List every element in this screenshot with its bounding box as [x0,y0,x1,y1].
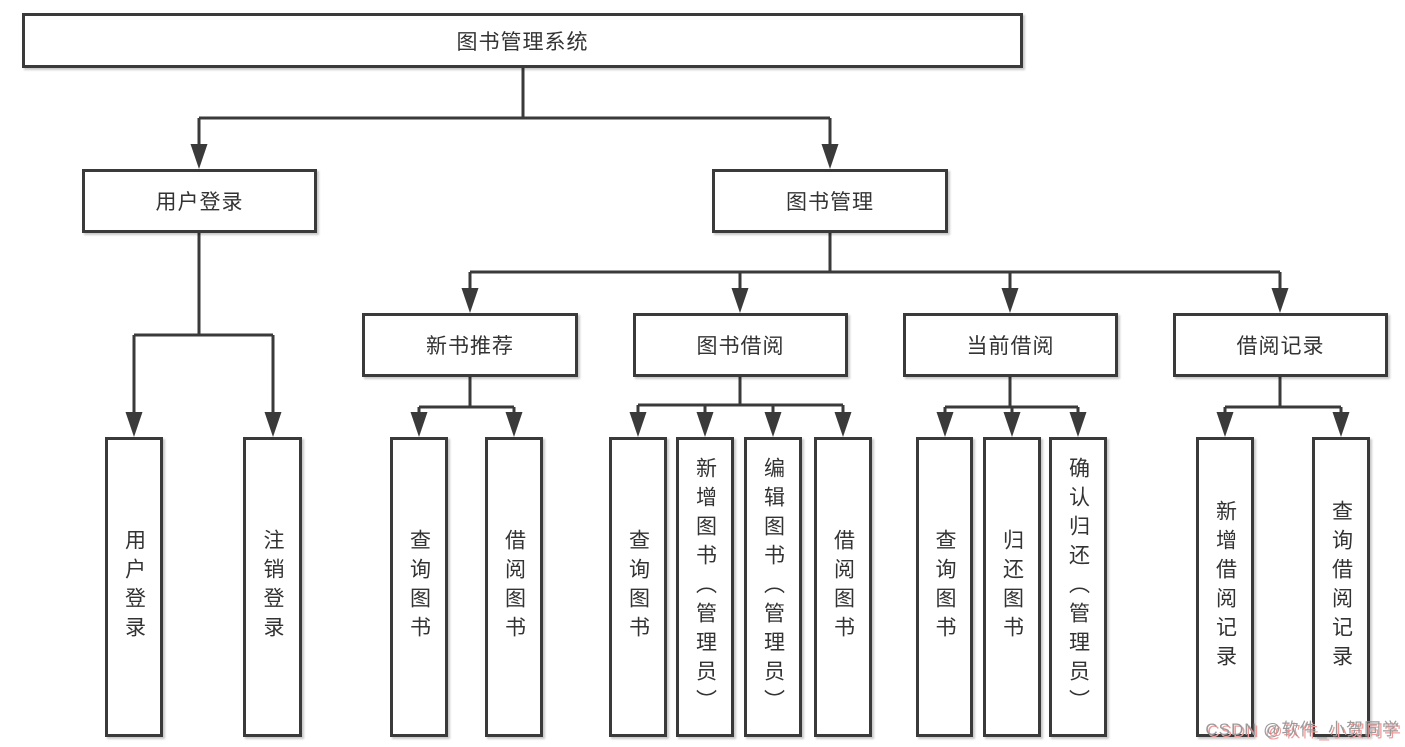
leaf-add-borrow-record: 新增借阅记录 [1196,437,1254,737]
leaf-return-books: 归还图书 [983,437,1041,737]
arrowhead [1332,412,1350,437]
arrowhead [1271,288,1289,313]
arrowhead [731,288,749,313]
leaf-user-login: 用户登录 [105,437,163,737]
leaf-label: 编辑图书（管理员） [761,456,785,718]
arrowhead [1069,412,1087,437]
leaf-label: 新增借阅记录 [1213,500,1237,674]
arrowhead [821,144,839,169]
leaf-label: 查询借阅记录 [1329,500,1353,674]
arrowhead [834,412,852,437]
leaf-query-books-current: 查询图书 [916,437,973,737]
arrowhead [1003,412,1021,437]
arrowhead [1001,288,1019,313]
leaf-label: 借阅图书 [502,529,526,645]
leaf-query-borrow-record: 查询借阅记录 [1312,437,1370,737]
leaf-label: 确认归还（管理员） [1066,456,1090,718]
leaf-logout: 注销登录 [243,437,302,737]
node-book-management: 图书管理 [712,169,948,233]
leaf-label: 归还图书 [1000,529,1024,645]
leaf-label: 注销登录 [261,529,284,645]
connector [132,233,275,430]
leaf-confirm-return-admin: 确认归还（管理员） [1049,437,1107,737]
connector [636,377,845,430]
connector [468,233,1282,306]
leaf-label: 查询图书 [933,529,956,645]
leaf-label: 查询图书 [626,529,650,645]
connector [417,377,516,430]
leaf-label: 查询图书 [407,529,431,645]
arrowhead [764,412,782,437]
node-library-management-system: 图书管理系统 [22,13,1023,68]
arrowhead [125,412,143,437]
connector [197,68,832,162]
arrowhead [461,288,479,313]
arrowhead [629,412,647,437]
node-borrowing-records: 借阅记录 [1173,313,1388,377]
csdn-watermark: CSDN @软件_小贺同学 [1205,720,1400,739]
leaf-borrow-books-recommend: 借阅图书 [485,437,543,737]
node-book-borrowing: 图书借阅 [633,313,848,377]
arrowhead [1216,412,1234,437]
connector [1223,377,1343,430]
leaf-query-books-recommend: 查询图书 [390,437,448,737]
arrowhead [410,412,428,437]
leaf-borrow-books: 借阅图书 [814,437,872,737]
node-new-book-recommend: 新书推荐 [362,313,578,377]
leaf-edit-book-admin: 编辑图书（管理员） [744,437,802,737]
leaf-label: 新增图书（管理员） [693,456,717,718]
arrowhead [505,412,523,437]
node-user-login: 用户登录 [82,169,317,233]
arrowhead [190,144,208,169]
leaf-add-book-admin: 新增图书（管理员） [676,437,734,737]
node-current-borrowing: 当前借阅 [903,313,1118,377]
arrowhead [696,412,714,437]
leaf-label: 借阅图书 [831,529,855,645]
arrowhead [936,412,954,437]
arrowhead [264,412,282,437]
leaf-query-books-borrowing: 查询图书 [609,437,667,737]
leaf-label: 用户登录 [122,529,146,645]
